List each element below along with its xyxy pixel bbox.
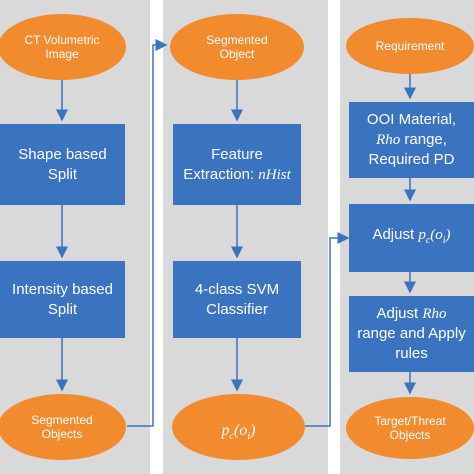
feature-extraction-line2: Extraction: nHist [183, 165, 291, 185]
adjust-rho-symbol: Rho [422, 306, 447, 322]
adjust-pc-formula: pc(oi) [418, 227, 451, 246]
pc-sub-i: i [247, 431, 251, 443]
adjust-rho-line1: Adjust Rho [357, 304, 465, 324]
feature-extraction-box: Feature Extraction: nHist [173, 124, 301, 205]
pc-close: ) [250, 421, 256, 439]
pc-open: (o [234, 421, 248, 439]
arrow-segmented-to-object [127, 39, 168, 427]
adjust-rho-label: Adjust Rho range and Apply rules [357, 304, 465, 364]
ooi-material-line2: Rho range, [367, 130, 456, 150]
nhist-symbol: nHist [258, 166, 291, 183]
feature-extraction-label: Feature Extraction: nHist [183, 145, 291, 185]
rho-range-text: range, [400, 131, 447, 148]
adjust-rho-line3: rules [395, 345, 428, 362]
intensity-based-split-box: Intensity based Split [0, 261, 125, 338]
ooi-material-label: OOI Material, Rho range, Required PD [367, 110, 456, 170]
segmented-objects-label: Segmented Objects [31, 413, 93, 441]
feature-extraction-line1: Feature [211, 145, 263, 163]
adjust-pc-sub-i: i [442, 235, 446, 246]
svm-classifier-label: 4-class SVM Classifier [194, 280, 280, 318]
ooi-material-line1: OOI Material, [366, 111, 457, 128]
shape-based-split-box: Shape based Split [0, 124, 125, 205]
ooi-material-box: OOI Material, Rho range, Required PD [349, 102, 474, 178]
adjust-pc-close: ) [445, 227, 451, 243]
adjust-rho-text: Adjust [376, 305, 423, 322]
target-threat-label: Target/Threat Objects [374, 414, 446, 442]
pc-sub: c [229, 431, 234, 443]
rho-symbol: Rho [376, 132, 401, 148]
adjust-pc-base: p [418, 227, 426, 243]
intensity-based-split-label: Intensity based Split [12, 280, 113, 318]
pc-oi-node: pc(oi) [172, 394, 305, 460]
adjust-rho-line2: range and Apply [357, 325, 466, 342]
adjust-pc-sub: c [425, 235, 431, 246]
adjust-rho-box: Adjust Rho range and Apply rules [349, 296, 474, 372]
adjust-pc-open: (o [430, 227, 443, 243]
adjust-pc-label: Adjust pc(oi) [372, 225, 450, 251]
svm-classifier-box: 4-class SVM Classifier [173, 261, 301, 338]
feature-extraction-text: Extraction: [183, 165, 259, 183]
ct-volumetric-image-node: CT Volumetric Image [0, 14, 126, 80]
segmented-object-label: Segmented Object [206, 33, 268, 61]
pc-oi-formula: pc(oi) [222, 410, 256, 444]
ct-volumetric-image-label: CT Volumetric Image [24, 33, 100, 61]
ooi-material-line3: Required PD [368, 151, 455, 168]
target-threat-node: Target/Threat Objects [346, 397, 474, 459]
segmented-object-node: Segmented Object [170, 14, 304, 80]
adjust-pc-box: Adjust pc(oi) [349, 204, 474, 272]
shape-based-split-label: Shape based Split [18, 145, 107, 183]
arrow-pc-to-adjust [305, 232, 350, 427]
adjust-pc-text: Adjust [372, 226, 419, 243]
requirement-node: Requirement [346, 18, 474, 74]
requirement-label: Requirement [375, 39, 445, 53]
segmented-objects-node: Segmented Objects [0, 394, 126, 460]
pc-base: p [221, 421, 230, 439]
